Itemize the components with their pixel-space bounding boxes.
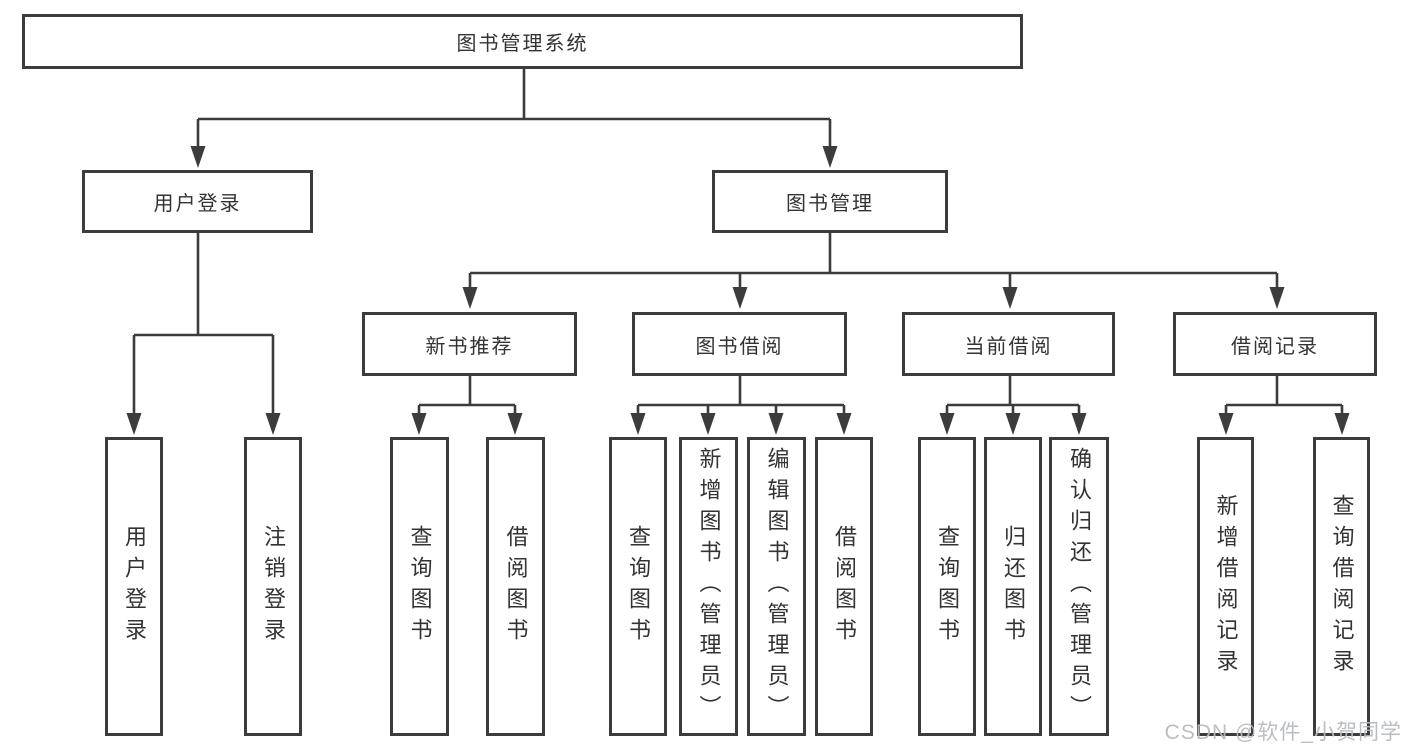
leaf-borrow-books-recommend: 借阅图书 (486, 437, 545, 736)
node-book-borrowing: 图书借阅 (632, 312, 847, 376)
arrowhead-icon (126, 413, 142, 435)
arrowhead-icon (462, 287, 478, 309)
leaf-user-login: 用户登录 (105, 437, 163, 736)
leaf-label: 借阅图书 (503, 524, 529, 649)
leaf-add-book-admin: 新增图书（管理员） (679, 437, 738, 736)
node-new-book-recommendation: 新书推荐 (362, 312, 577, 376)
arrowhead-icon (190, 146, 206, 168)
leaf-label: 查询图书 (626, 524, 651, 649)
arrowhead-icon (411, 413, 427, 435)
leaf-label: 查询图书 (407, 524, 433, 649)
leaf-confirm-return-admin: 确认归还（管理员） (1049, 437, 1109, 736)
leaf-label: 查询图书 (935, 524, 960, 649)
arrowhead-icon (1005, 413, 1021, 435)
node-root-library-management-system: 图书管理系统 (22, 14, 1023, 69)
leaf-edit-book-admin: 编辑图书（管理员） (747, 437, 806, 736)
leaf-return-book: 归还图书 (984, 437, 1042, 736)
arrowhead-icon (630, 413, 646, 435)
arrowhead-icon (1218, 413, 1234, 435)
node-label: 当前借阅 (964, 335, 1053, 358)
leaf-label: 新增借阅记录 (1213, 493, 1239, 680)
arrowhead-icon (700, 413, 716, 435)
leaf-borrow-books-borrow: 借阅图书 (815, 437, 873, 736)
csdn-watermark: CSDN @软件_小贺同学 (1164, 721, 1402, 744)
node-label: 用户登录 (153, 193, 242, 215)
node-label: 图书管理 (786, 193, 874, 215)
node-book-management: 图书管理 (712, 170, 948, 233)
leaf-logout: 注销登录 (244, 437, 302, 736)
leaf-query-books-borrow: 查询图书 (609, 437, 667, 736)
arrowhead-icons (126, 146, 1350, 435)
arrowhead-icon (1071, 413, 1087, 435)
arrowhead-icon (732, 287, 748, 309)
node-current-borrowing: 当前借阅 (902, 312, 1115, 376)
leaf-label: 查询借阅记录 (1329, 493, 1355, 680)
node-label: 图书借阅 (695, 335, 784, 358)
arrowhead-icon (1334, 413, 1350, 435)
leaf-query-books-recommend: 查询图书 (390, 437, 449, 736)
leaf-query-borrow-record: 查询借阅记录 (1313, 437, 1370, 736)
leaf-label: 借阅图书 (832, 524, 857, 649)
arrowhead-icon (1002, 287, 1018, 309)
leaf-label: 编辑图书（管理员） (764, 447, 790, 726)
node-user-login: 用户登录 (82, 170, 313, 233)
arrowhead-icon (507, 413, 523, 435)
leaf-label: 用户登录 (122, 524, 147, 649)
leaf-label: 确认归还（管理员） (1067, 447, 1092, 726)
arrowhead-icon (265, 413, 281, 435)
leaf-add-borrow-record: 新增借阅记录 (1197, 437, 1254, 736)
leaf-label: 归还图书 (1001, 524, 1026, 649)
arrowhead-icon (768, 413, 784, 435)
tree-branch-lines (132, 69, 1344, 415)
leaf-query-books-current: 查询图书 (918, 437, 976, 736)
arrowhead-icon (939, 413, 955, 435)
node-label: 图书管理系统 (456, 33, 589, 55)
leaf-label: 注销登录 (261, 524, 286, 649)
arrowhead-icon (822, 146, 838, 168)
node-label: 借阅记录 (1231, 335, 1319, 358)
node-borrowing-records: 借阅记录 (1173, 312, 1377, 376)
node-label: 新书推荐 (425, 335, 514, 358)
arrowhead-icon (836, 413, 852, 435)
arrowhead-icon (1269, 287, 1285, 309)
leaf-label: 新增图书（管理员） (696, 447, 722, 726)
